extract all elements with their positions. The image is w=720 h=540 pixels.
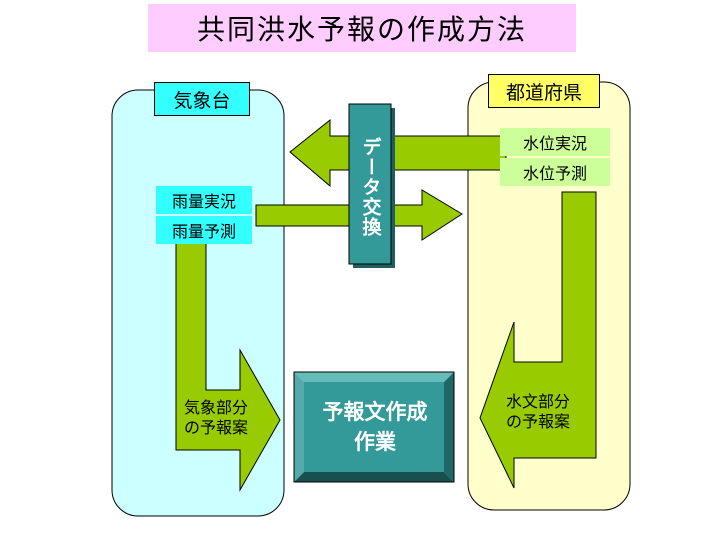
jma-part-label: 気象部分 の予報案 bbox=[184, 398, 249, 437]
rainfall-observation-label: 雨量実況 bbox=[156, 186, 252, 214]
rainfall-forecast-label: 雨量予測 bbox=[156, 216, 252, 244]
jma-label: 気象台 bbox=[154, 82, 250, 116]
center-box-left-bevel bbox=[294, 372, 304, 482]
jma-bend-arrow bbox=[175, 241, 281, 492]
prefecture-bend-arrow bbox=[479, 191, 597, 489]
data-exchange-box bbox=[348, 103, 392, 265]
page-title: 共同洪水予報の作成方法 bbox=[148, 4, 576, 52]
water-level-observation-label: 水位実況 bbox=[500, 128, 610, 156]
center-box-bottom-bevel bbox=[294, 472, 454, 482]
water-level-forecast-label: 水位予測 bbox=[500, 158, 610, 186]
center-task-label: 予報文作成 作業 bbox=[322, 400, 428, 454]
center-box-right-bevel bbox=[444, 372, 454, 482]
prefecture-part-label: 水文部分 の予報案 bbox=[506, 392, 571, 431]
prefecture-label: 都道府県 bbox=[488, 74, 600, 108]
left-exchange-arrow bbox=[289, 118, 507, 188]
center-box bbox=[304, 382, 444, 472]
center-box-top-bevel bbox=[294, 372, 454, 382]
center-box-outline bbox=[293, 371, 455, 483]
data-exchange-label: データ交換 bbox=[359, 137, 382, 237]
